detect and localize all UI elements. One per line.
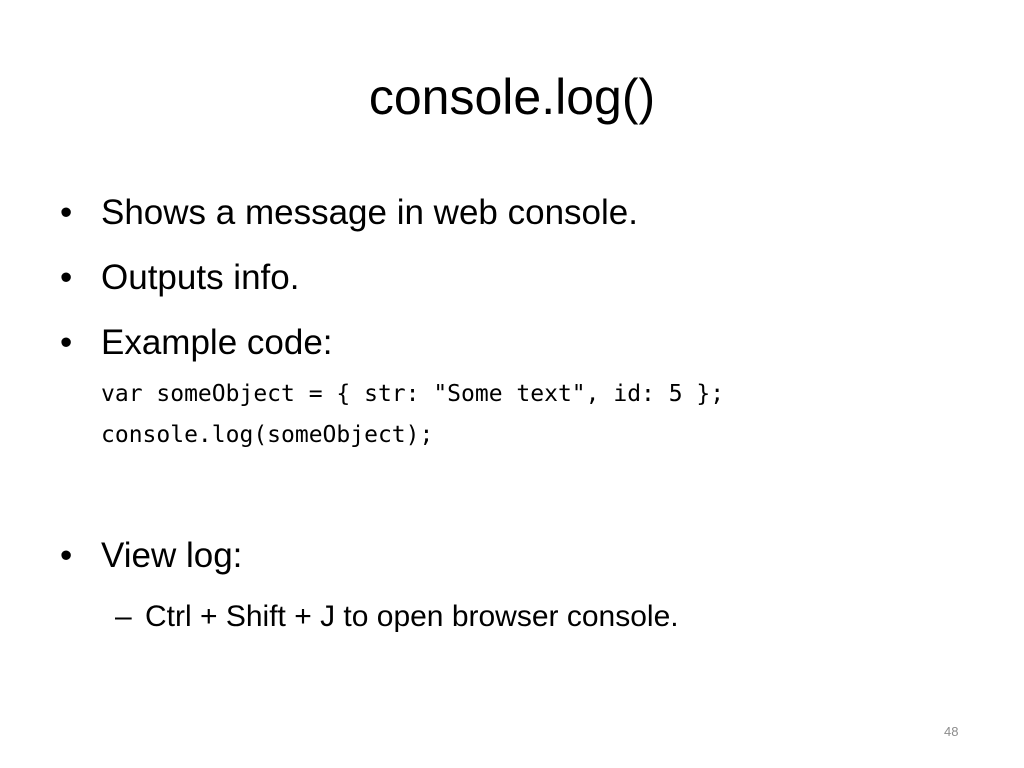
bullet-text: View log: — [101, 536, 243, 575]
bullet-text: Example code: — [101, 323, 333, 362]
bullet-marker: • — [60, 258, 73, 297]
bullet-marker: • — [60, 323, 73, 362]
bullet-marker: • — [60, 536, 73, 575]
code-line: var someObject = { str: "Some text", id:… — [101, 381, 725, 407]
bullet-text: Outputs info. — [101, 258, 300, 297]
bullet-text: Shows a message in web console. — [101, 193, 638, 232]
page-number: 48 — [944, 724, 959, 739]
code-line: console.log(someObject); — [101, 422, 434, 448]
bullet-marker: • — [60, 193, 73, 232]
slide-title: console.log() — [368, 69, 656, 125]
sub-bullet-marker: – — [115, 600, 132, 633]
sub-bullet-text: Ctrl + Shift + J to open browser console… — [145, 600, 679, 633]
